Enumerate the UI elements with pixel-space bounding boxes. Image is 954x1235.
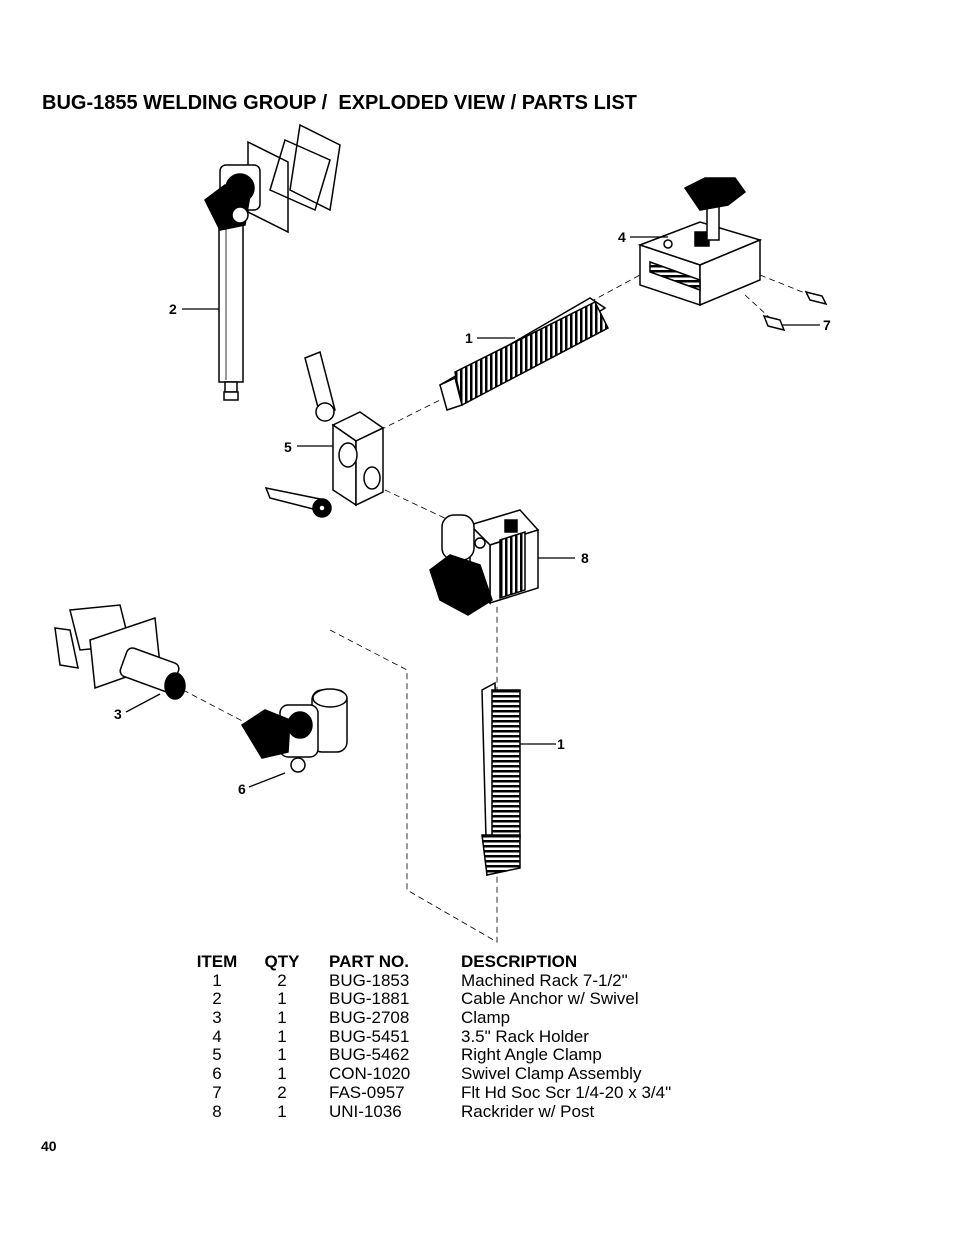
callout-2: 2: [169, 301, 177, 317]
part-4-rack-holder: [637, 177, 763, 307]
cell-qty: 1: [277, 1045, 287, 1065]
callout-3: 3: [114, 706, 122, 722]
cell-part-no: BUG-5462: [329, 1045, 410, 1065]
part-8-rackrider: [429, 509, 540, 616]
cell-qty: 1: [277, 1101, 287, 1121]
callout-1-top: 1: [465, 330, 473, 346]
header-qty: QTY: [264, 952, 300, 971]
cell-qty: 1: [277, 1026, 287, 1046]
cell-description: Rackrider w/ Post: [461, 1101, 595, 1121]
cell-item: 8: [212, 1101, 222, 1121]
cell-item: 6: [212, 1064, 222, 1084]
cell-qty: 1: [277, 1008, 287, 1028]
table-row: 6 1 CON-1020 Swivel Clamp Assembly: [196, 1064, 716, 1084]
callout-7: 7: [823, 317, 831, 333]
part-2-cable-anchor: [204, 123, 341, 401]
cell-item: 4: [212, 1026, 222, 1046]
callout-4: 4: [618, 229, 626, 245]
cell-qty: 2: [277, 970, 287, 990]
cell-description: Clamp: [461, 1008, 511, 1028]
page-number: 40: [41, 1138, 57, 1154]
parts-list-table: ITEM QTY PART NO. DESCRIPTION 1 2 BUG-18…: [196, 952, 716, 1122]
cell-description: Flt Hd Soc Scr 1/4-20 x 3/4": [461, 1082, 672, 1102]
table-row: 8 1 UNI-1036 Rackrider w/ Post: [196, 1101, 716, 1122]
callout-8: 8: [581, 550, 589, 566]
cell-description: Right Angle Clamp: [461, 1045, 602, 1065]
part-1-rack-bottom: [481, 681, 521, 877]
cell-part-no: UNI-1036: [329, 1101, 402, 1121]
page-title: BUG-1855 WELDING GROUP / EXPLODED VIEW /…: [42, 92, 637, 114]
part-1-rack-top: [438, 297, 609, 411]
cell-part-no: BUG-5451: [329, 1026, 410, 1046]
callout-6: 6: [238, 781, 246, 797]
header-part-no: PART NO.: [329, 952, 409, 971]
leader-lines: [125, 236, 820, 788]
cell-item: 1: [212, 970, 222, 990]
cell-item: 5: [212, 1045, 222, 1065]
table-row: 2 1 BUG-1881 Cable Anchor w/ Swivel: [196, 990, 716, 1009]
cell-part-no: BUG-2708: [329, 1008, 410, 1028]
table-row: 4 1 BUG-5451 3.5" Rack Holder: [196, 1026, 716, 1047]
cell-qty: 1: [277, 989, 287, 1009]
cell-qty: 2: [277, 1082, 287, 1102]
cell-part-no: FAS-0957: [329, 1082, 405, 1102]
cell-part-no: CON-1020: [329, 1064, 411, 1084]
exploded-view-diagram: 2 1 4 7 5 8 3 6 1: [54, 123, 831, 943]
cell-part-no: BUG-1853: [329, 970, 410, 990]
part-7-screws: [762, 290, 828, 332]
table-row: 1 2 BUG-1853 Machined Rack 7-1/2": [196, 970, 716, 991]
cell-item: 3: [212, 1008, 222, 1028]
cell-item: 2: [212, 989, 222, 1009]
cell-description: 3.5" Rack Holder: [461, 1026, 589, 1046]
part-3-clamp: [54, 604, 186, 700]
callout-5: 5: [284, 439, 292, 455]
part-5-right-angle-clamp: [264, 350, 385, 518]
header-description: DESCRIPTION: [461, 952, 578, 971]
header-item: ITEM: [196, 952, 238, 971]
cell-qty: 1: [277, 1064, 287, 1084]
table-row: 5 1 BUG-5462 Right Angle Clamp: [196, 1046, 716, 1065]
cell-description: Swivel Clamp Assembly: [461, 1064, 642, 1084]
table-row: 7 2 FAS-0957 Flt Hd Soc Scr 1/4-20 x 3/4…: [196, 1082, 716, 1103]
cell-part-no: BUG-1881: [329, 989, 410, 1009]
cell-description: Cable Anchor w/ Swivel: [461, 989, 639, 1009]
part-6-swivel-clamp: [240, 688, 348, 773]
table-row: 3 1 BUG-2708 Clamp: [196, 1008, 716, 1028]
parts-list-header: ITEM QTY PART NO. DESCRIPTION: [196, 952, 716, 972]
cell-description: Machined Rack 7-1/2": [461, 970, 628, 990]
cell-item: 7: [212, 1082, 222, 1102]
callout-1-bottom: 1: [557, 736, 565, 752]
